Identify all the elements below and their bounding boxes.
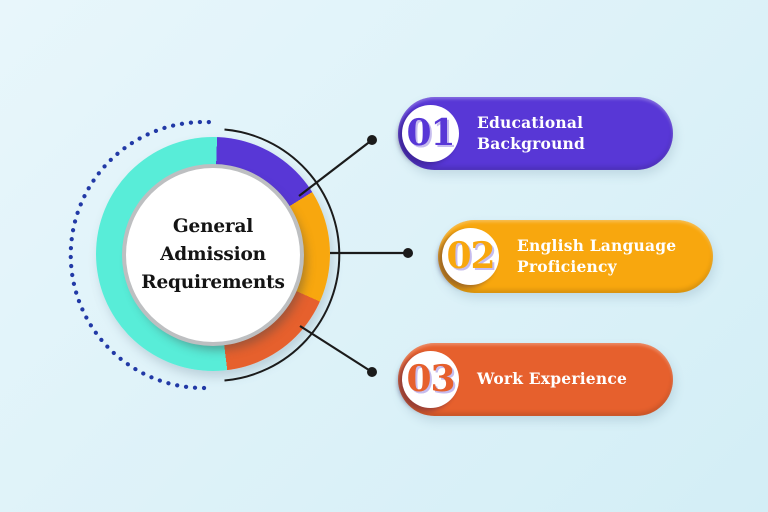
item-label-english-language-proficiency: English Language Proficiency xyxy=(517,235,677,276)
connector-dot-3 xyxy=(367,367,377,377)
center-title: General Admission Requirements xyxy=(141,213,285,296)
item-pill-educational-background: 01 Educational Background xyxy=(398,97,673,170)
center-title-line-3: Requirements xyxy=(141,271,285,293)
center-title-line-1: General xyxy=(172,216,254,238)
item-number-badge-01: 01 xyxy=(402,105,459,162)
connector-dot-1 xyxy=(367,135,377,145)
center-title-line-2: Admission xyxy=(160,244,266,266)
item-number-badge-03: 03 xyxy=(402,351,459,408)
item-label-work-experience: Work Experience xyxy=(477,369,628,389)
donut-center-circle: General Admission Requirements xyxy=(126,168,300,342)
item-pill-english-language-proficiency: 02 English Language Proficiency xyxy=(438,220,713,293)
item-number-badge-02: 02 xyxy=(442,228,499,285)
item-pill-work-experience: 03 Work Experience xyxy=(398,343,673,416)
item-label-educational-background: Educational Background xyxy=(477,112,586,153)
connector-dot-2 xyxy=(403,248,413,258)
donut-chart: General Admission Requirements xyxy=(96,137,330,371)
